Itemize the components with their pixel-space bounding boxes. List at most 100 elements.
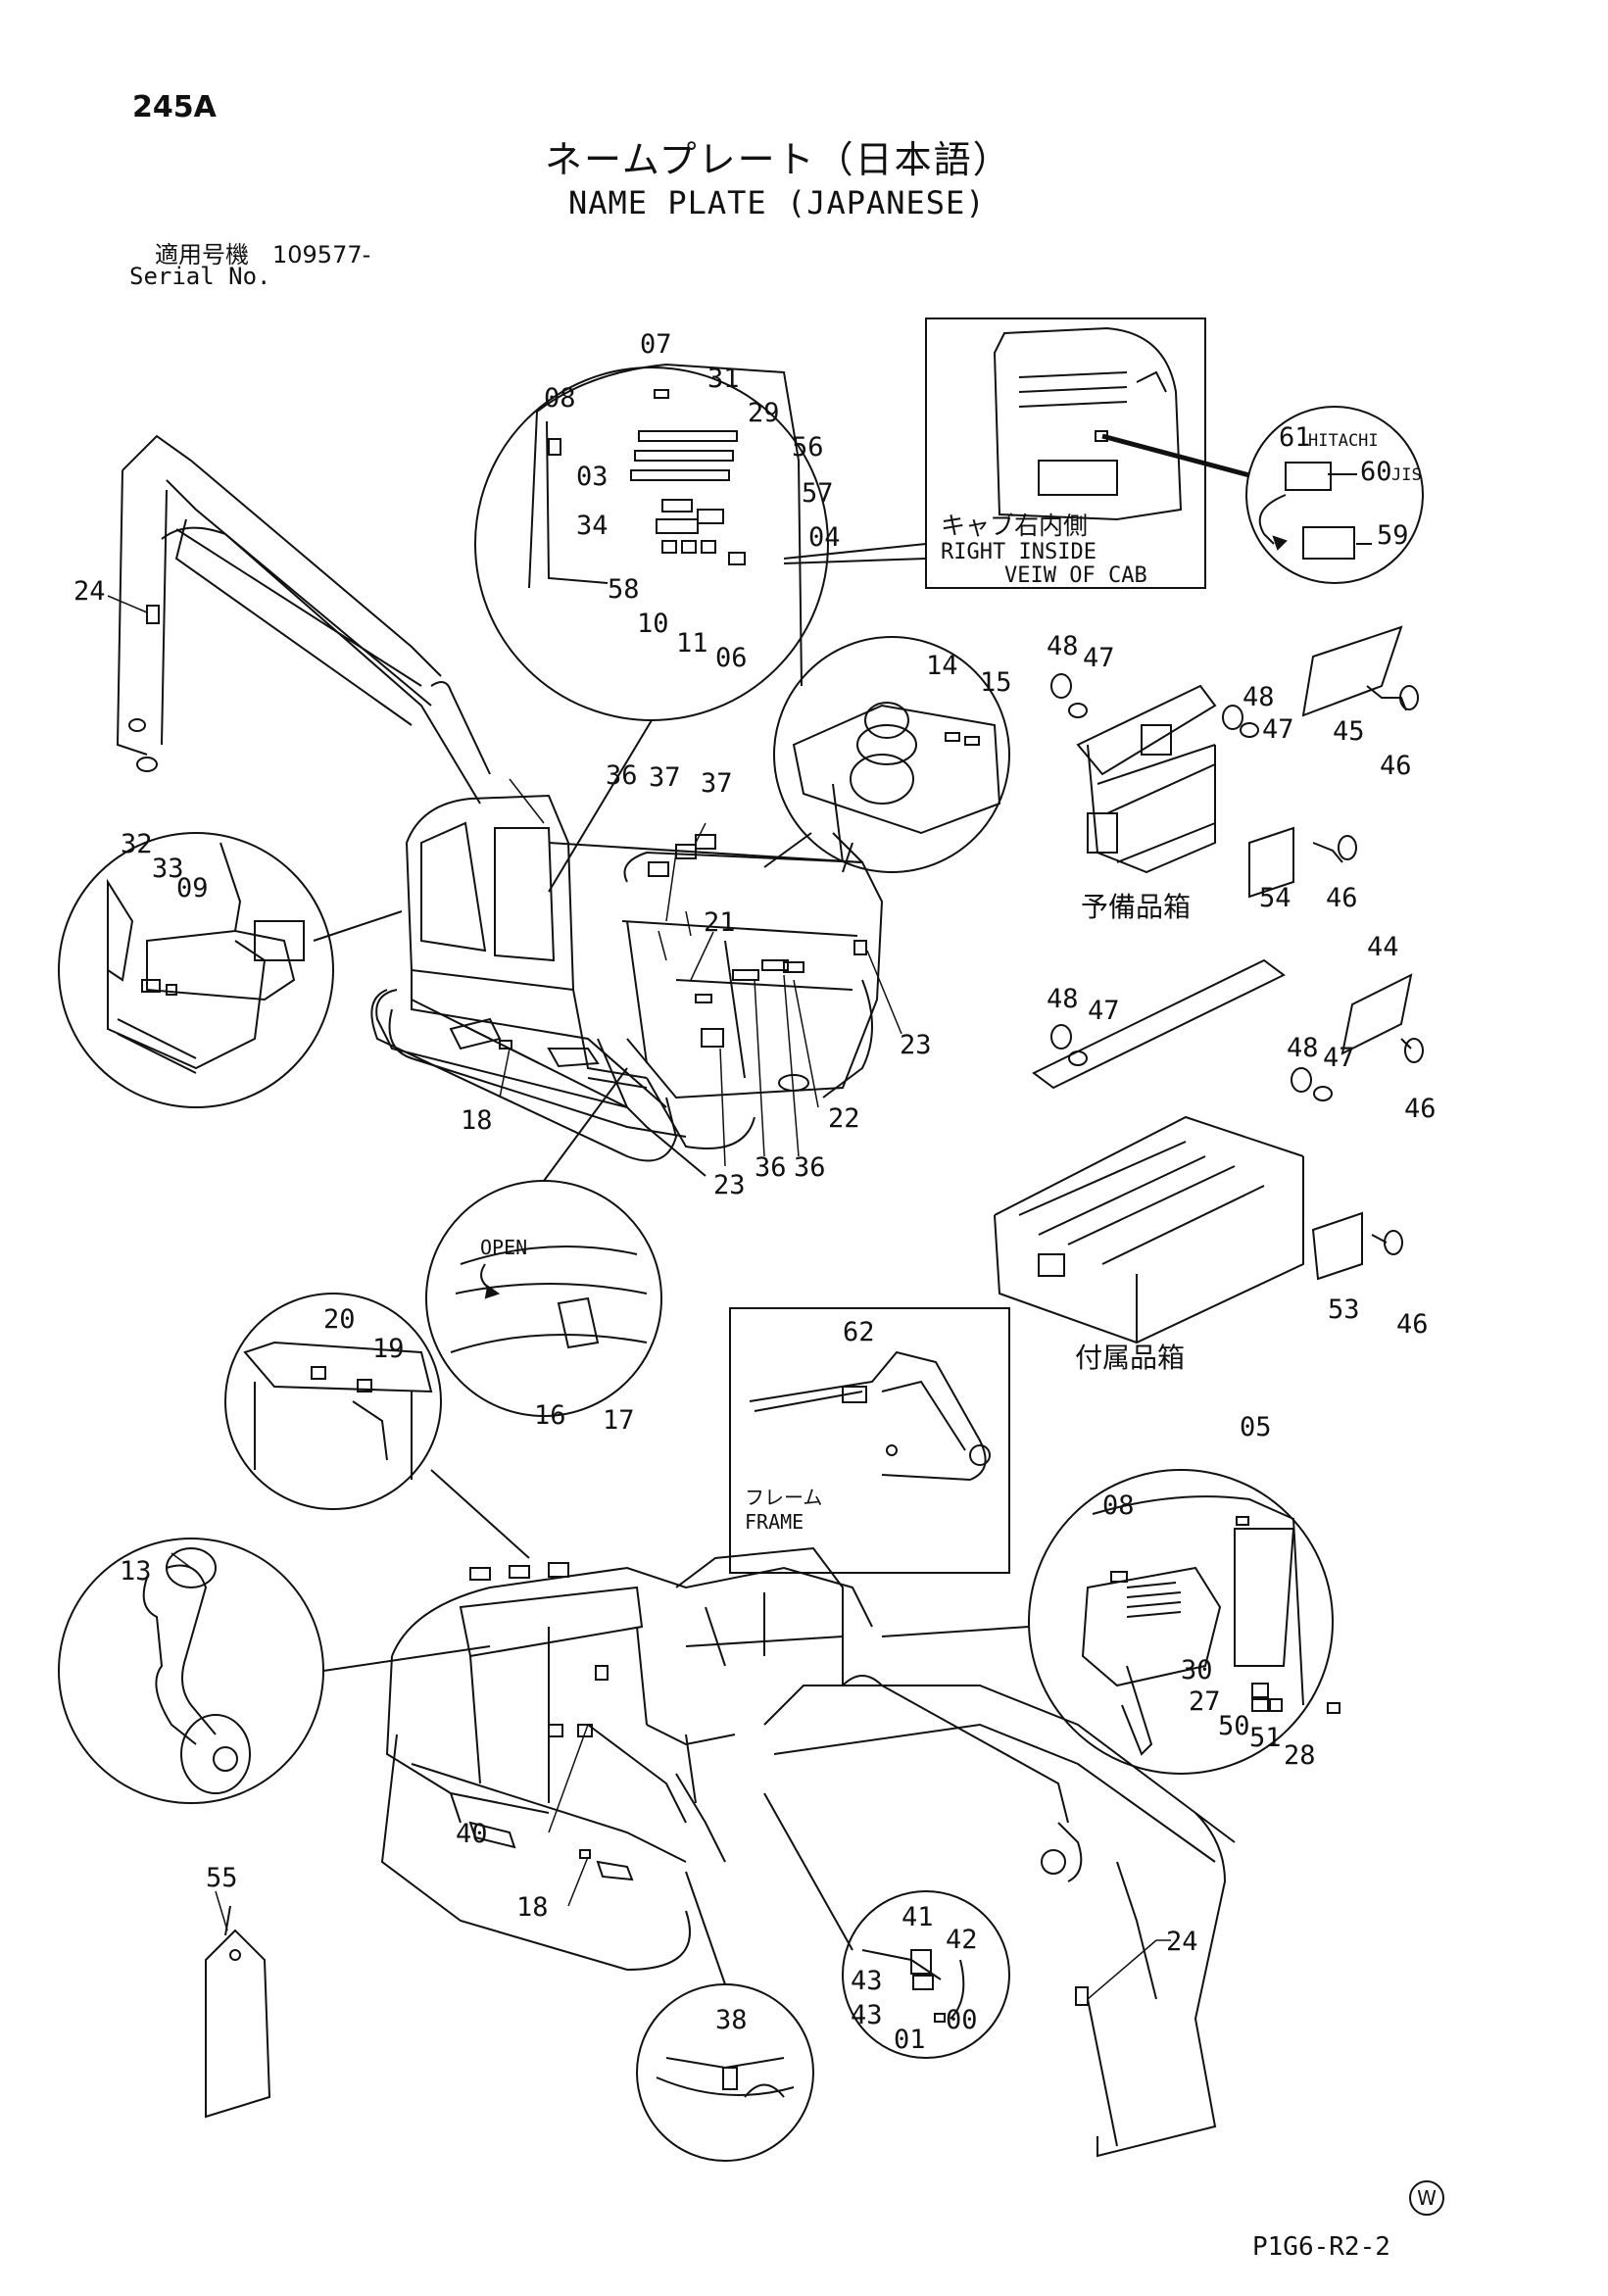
part-label: 48 [1287,1033,1319,1063]
upper-track [370,989,678,1162]
part-label: 28 [1284,1740,1316,1771]
step-plate-callout [842,1890,1010,2059]
part-label: 16 [534,1400,566,1431]
battery-cabinet-callout [224,1293,442,1510]
part-label: 17 [603,1405,635,1436]
part-label: 34 [576,511,609,541]
part-label: 56 [792,432,824,463]
frame-view [729,1307,1010,1574]
cab-detail-callout [474,363,829,721]
part-label: 54 [1259,883,1291,913]
part-label: 45 [1333,716,1365,747]
cab-interior-callout [1028,1469,1340,1775]
part-label: 18 [461,1105,493,1136]
part-label: 19 [372,1334,405,1364]
part-label: 47 [1083,643,1115,673]
lower-boom [763,1675,1236,2158]
upper-excavator-body [375,794,884,1177]
drawing-code: P1G6-R2-2 [1252,2232,1390,2262]
part-label: 53 [1328,1295,1360,1325]
part-label: 60 [1360,457,1392,487]
part-label: 48 [1243,682,1275,712]
part-label: 36 [755,1152,787,1183]
w-mark-icon: W [1409,2180,1444,2216]
part-label: 48 [1047,984,1079,1014]
tool-box [994,958,1424,1344]
part-label: 36 [794,1152,826,1183]
leader-line [763,1792,853,1951]
part-label: 21 [704,907,736,938]
part-label: 43 [851,1966,883,1996]
label-leaders [107,595,1171,2000]
leader-line [763,832,812,868]
part-label: 20 [323,1304,356,1335]
leader-line [322,1645,491,1672]
cab-caption-en-1: RIGHT INSIDE [941,540,1096,564]
tool-box-caption: 付属品箱 [1075,1342,1185,1374]
leader-line [430,1469,530,1559]
plate-detail-callout [1245,406,1424,584]
leader-line [313,910,403,942]
open-label: OPEN [480,1236,527,1259]
part-label: 50 [1218,1711,1250,1741]
part-label: 62 [843,1317,875,1347]
part-label: 30 [1181,1655,1213,1685]
part-label: 09 [176,873,209,904]
part-label: 40 [456,1819,488,1849]
part-label: 05 [1240,1412,1272,1442]
part-label: 08 [1102,1490,1135,1521]
cab-caption-jp: キャブ右内側 [941,512,1088,540]
part-label: 46 [1326,883,1358,913]
leader-line [548,719,653,893]
part-label: 27 [1189,1686,1221,1717]
part-label: 29 [748,398,780,428]
part-label: 57 [802,478,834,509]
leader-line [783,558,927,564]
part-label: 47 [1088,996,1120,1026]
air-filter-callout [58,1538,324,1804]
part-label: 10 [637,609,669,639]
part-label: 03 [576,462,609,492]
part-label: 08 [544,383,576,414]
spare-box-caption: 予備品箱 [1081,891,1191,923]
page-code: 245A [132,90,217,124]
part-label: 37 [649,762,681,793]
part-label: 46 [1380,751,1412,781]
part-label: 38 [715,2005,748,2035]
part-label: 36 [606,760,638,791]
part-label: 07 [640,329,672,360]
console-callout [58,832,334,1108]
engine-cover-callout [773,636,1010,873]
part-label: 44 [1367,932,1399,962]
page-title-japanese: ネームプレート（日本語） [545,138,1012,181]
part-label: 14 [926,651,958,681]
leader-line [543,1067,628,1182]
part-label: 23 [713,1170,746,1200]
part-label: 31 [707,364,740,394]
cab-inside-view [925,318,1206,589]
part-label: 23 [900,1030,932,1060]
hitachi-label: HITACHI [1308,431,1379,451]
part-label: 18 [516,1892,549,1923]
serial-label-english: Serial No. [129,263,271,290]
upper-boom [116,434,491,805]
part-label: 13 [120,1556,152,1587]
part-label: 41 [901,1902,934,1932]
part-label: 24 [1166,1927,1198,1957]
leader-line [685,1871,726,1985]
page-title-english: NAME PLATE (JAPANESE) [568,184,986,221]
part-label: 22 [828,1103,860,1134]
part-label: 47 [1323,1043,1355,1073]
cab-caption-en-2: VEIW OF CAB [1004,563,1147,588]
lower-excavator-body [380,1546,873,1971]
pointer-line [1101,433,1250,478]
part-label: 11 [676,628,708,659]
part-label: 47 [1262,714,1294,745]
part-label: 59 [1377,520,1409,551]
part-label: 42 [946,1925,978,1955]
tag-part [205,1905,271,2119]
frame-caption-en: FRAME [745,1510,804,1534]
part-label: 37 [701,768,733,799]
part-label: 32 [121,829,153,859]
part-label: 15 [980,667,1012,698]
